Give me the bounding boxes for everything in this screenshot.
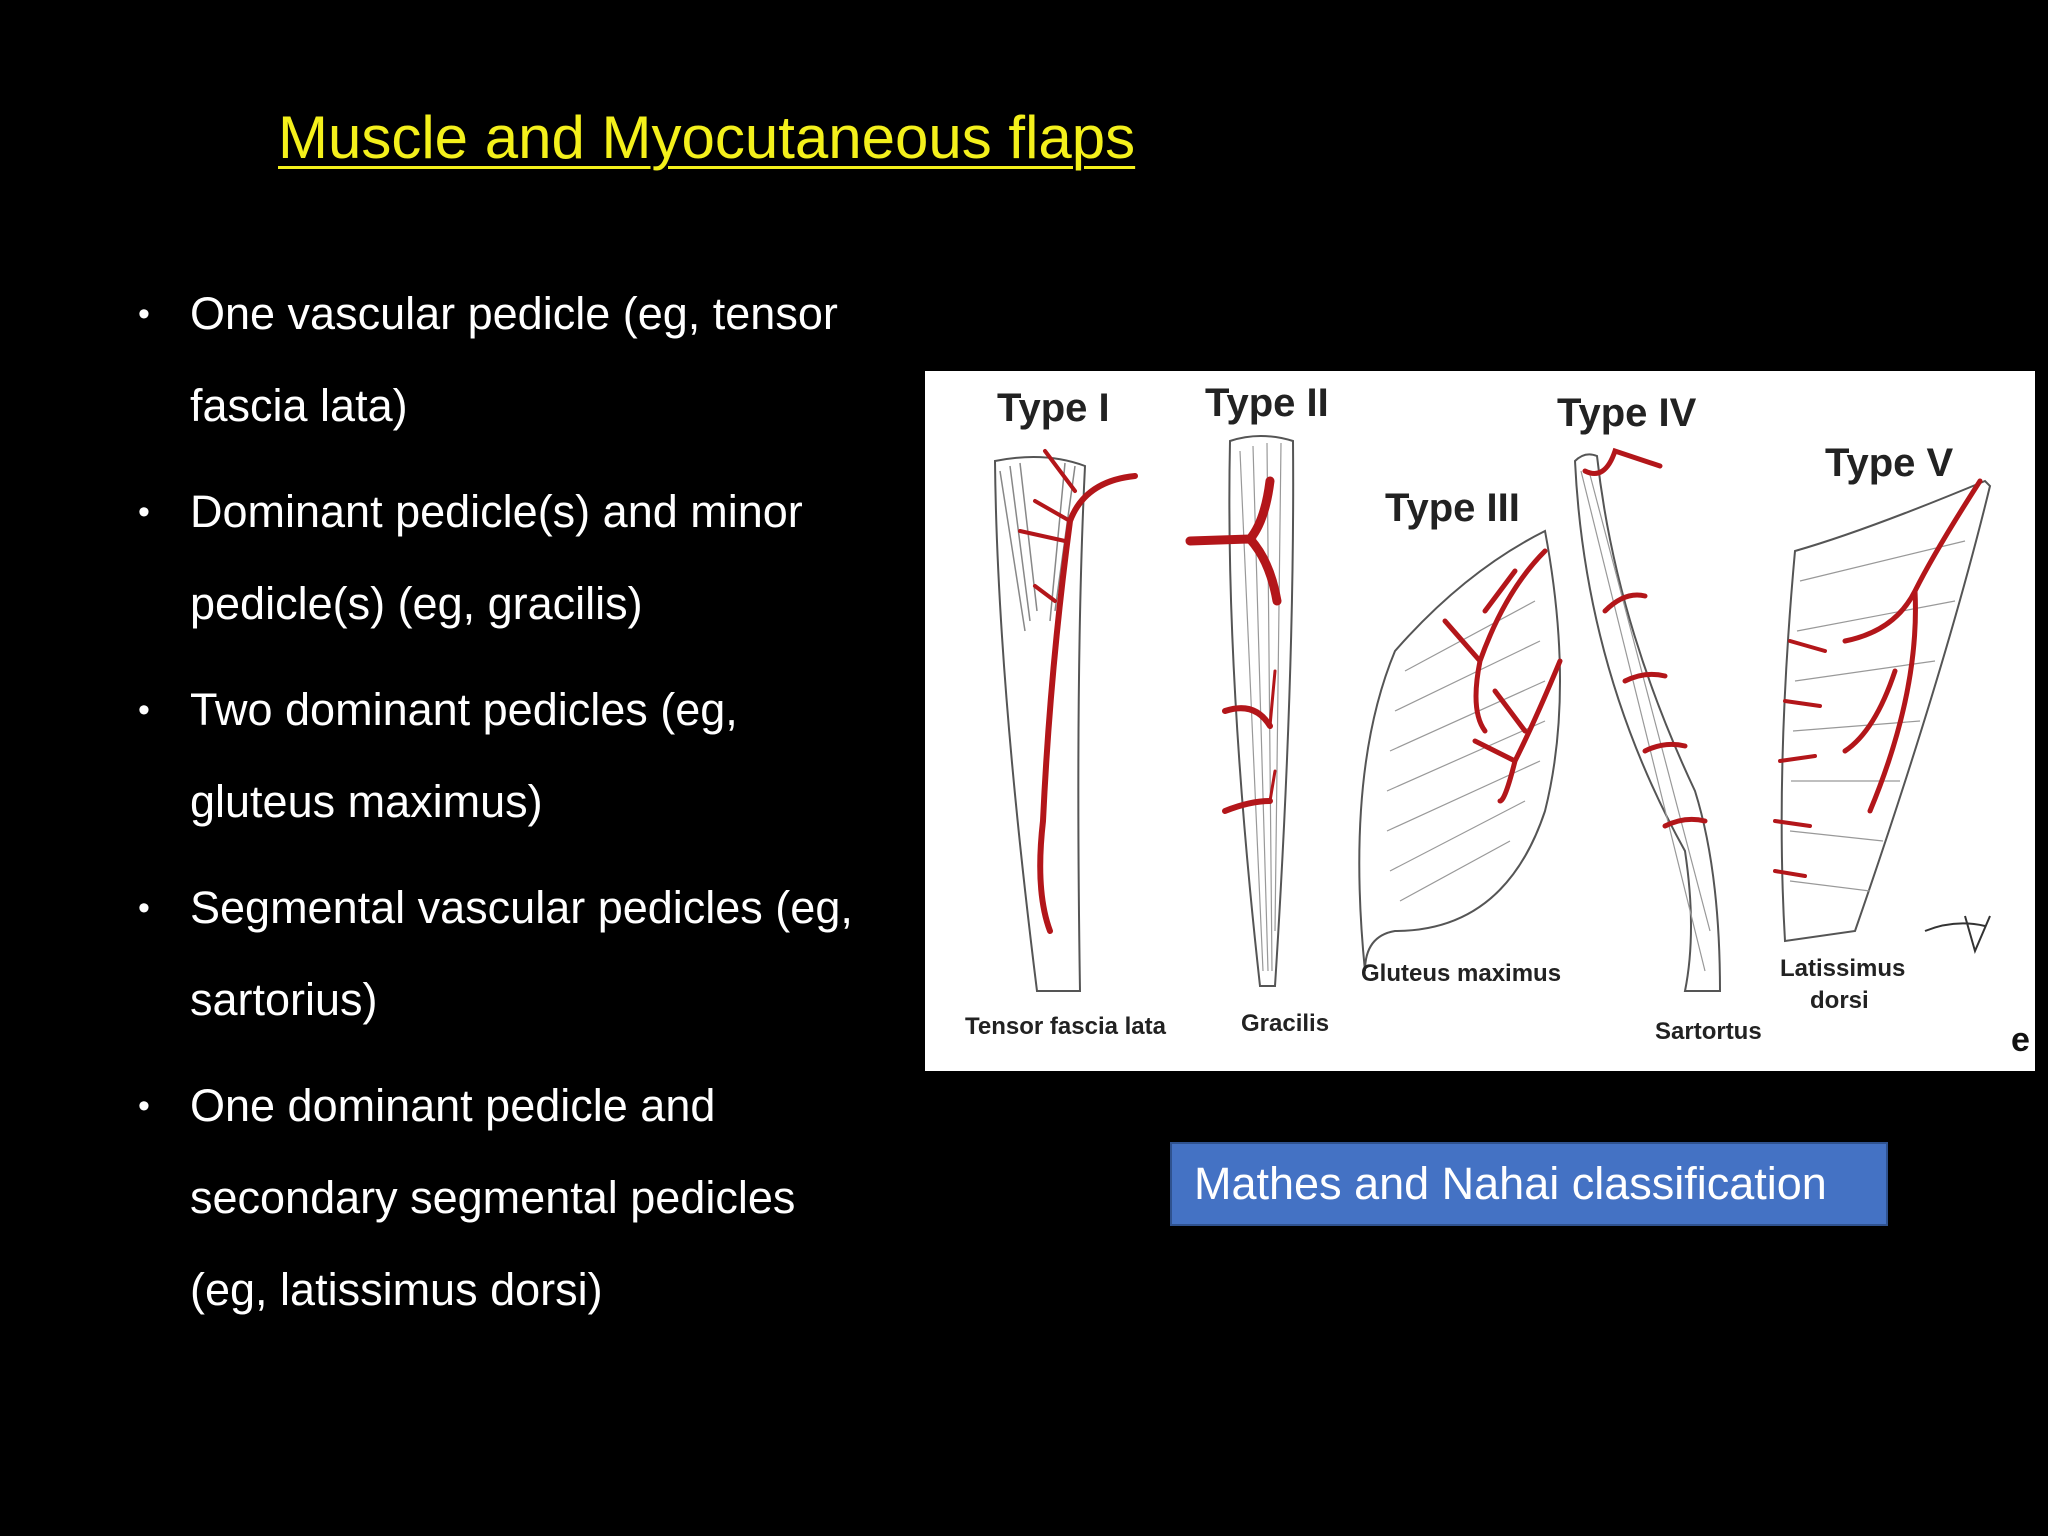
slide-title: Muscle and Myocutaneous flaps [278, 104, 1136, 171]
type-1-label: Type I [997, 386, 1110, 430]
type-2-muscle-name: Gracilis [1241, 1010, 1329, 1037]
type-5-muscle-name-line2: dorsi [1810, 987, 1869, 1014]
type-3-muscle-name: Gluteus maximus [1361, 960, 1561, 987]
bullet-text: One dominant pedicle and secondary segme… [190, 1080, 796, 1315]
type-2-muscle-outline [1228, 435, 1295, 987]
type-4-label: Type IV [1557, 391, 1697, 435]
bullet-marker-icon: • [138, 691, 150, 729]
type-3-muscle-outline [1358, 529, 1561, 972]
type-1-muscle-outline [993, 456, 1087, 992]
bullet-marker-icon: • [138, 889, 150, 927]
classification-caption: Mathes and Nahai classification [1170, 1142, 1888, 1226]
bullet-item: • Two dominant pedicles (eg, gluteus maxi… [138, 664, 878, 848]
bullet-marker-icon: • [138, 493, 150, 531]
bullet-list: • One vascular pedicle (eg, tensor fascia… [138, 268, 878, 1350]
bullet-item: • One vascular pedicle (eg, tensor fascia… [138, 268, 878, 452]
bullet-text: Segmental vascular pedicles (eg, sartori… [190, 882, 853, 1025]
vessel-drawings [1018, 447, 1983, 934]
type-4-muscle-name: Sartortus [1655, 1018, 1762, 1045]
type-1-muscle-name: Tensor fascia lata [965, 1013, 1167, 1040]
bullet-marker-icon: • [138, 1087, 150, 1125]
type-2-label: Type II [1205, 381, 1329, 425]
bullet-item: • Dominant pedicle(s) and minor pedicle(s… [138, 466, 878, 650]
bullet-item: • Segmental vascular pedicles (eg, sartor… [138, 862, 878, 1046]
type-5-muscle-name-line1: Latissimus [1780, 955, 1905, 982]
flap-diagram: Type I Type II Type III Type IV Type V T… [965, 381, 2030, 1059]
type-3-label: Type III [1385, 486, 1520, 530]
bullet-text: Two dominant pedicles (eg, gluteus maxim… [190, 684, 738, 827]
bullet-marker-icon: • [138, 295, 150, 333]
bullet-text: Dominant pedicle(s) and minor pedicle(s)… [190, 486, 803, 629]
bullet-text: One vascular pedicle (eg, tensor fascia … [190, 288, 838, 431]
type-4-muscle-outline [1573, 453, 1722, 992]
flap-classification-figure: Type I Type II Type III Type IV Type V T… [925, 371, 2035, 1071]
type-5-label: Type V [1825, 441, 1954, 485]
figure-corner-mark: e [2011, 1021, 2030, 1059]
bullet-item: • One dominant pedicle and secondary segm… [138, 1060, 878, 1336]
type-5-muscle-outline [1780, 479, 1992, 943]
